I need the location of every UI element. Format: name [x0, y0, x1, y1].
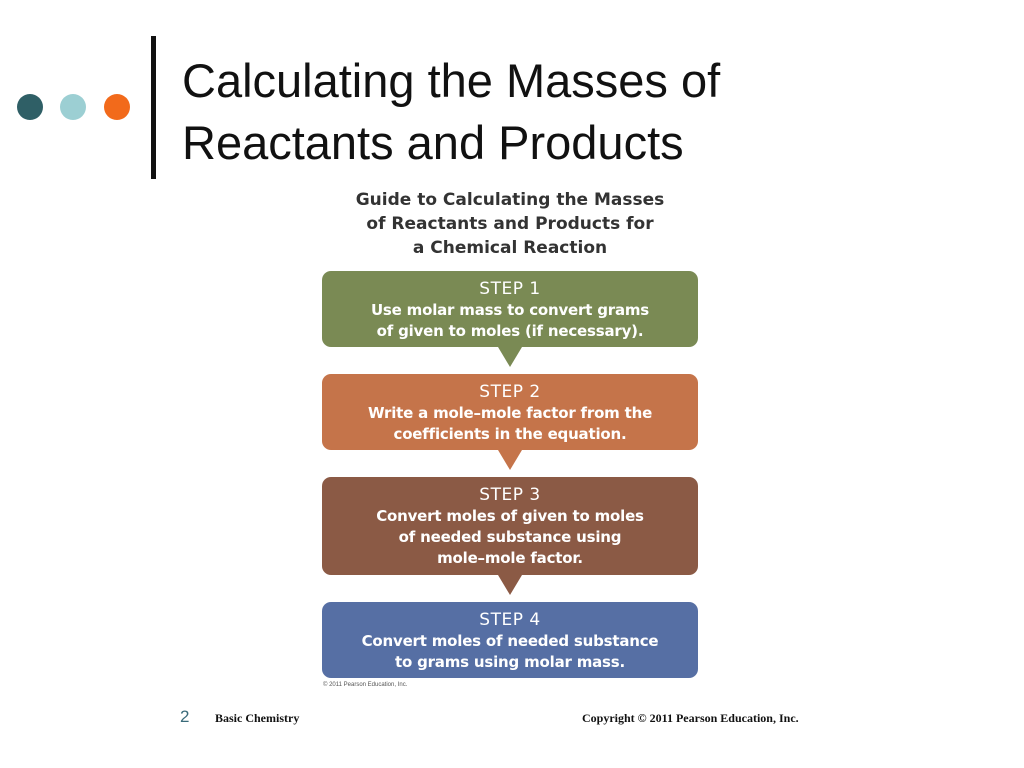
- figure-heading-line-2: of Reactants and Products for: [366, 214, 654, 234]
- step-text-line: Convert moles of given to moles: [376, 507, 644, 525]
- page-number: 2: [180, 707, 190, 726]
- figure-heading: Guide to Calculating the Masses of React…: [322, 188, 698, 260]
- step-arrow-pointer: [498, 347, 522, 367]
- step-text-line: of given to moles (if necessary).: [376, 322, 644, 340]
- figure-credit: © 2011 Pearson Education, Inc.: [323, 682, 408, 688]
- slide-title: Calculating the Masses of Reactants and …: [182, 50, 1002, 174]
- step-text-line: of needed substance using: [398, 528, 622, 546]
- step-text-line: Use molar mass to convert grams: [370, 301, 650, 319]
- step-label: STEP 3: [479, 485, 541, 505]
- step-text-line: mole–mole factor.: [437, 549, 583, 567]
- step-text-line: coefficients in the equation.: [393, 425, 627, 443]
- step-text-line: to grams using molar mass.: [394, 653, 626, 671]
- footer-course-name: Basic Chemistry: [215, 711, 300, 725]
- step-arrow-pointer: [498, 450, 522, 470]
- step-label: STEP 4: [479, 610, 541, 630]
- accent-dot-1: [17, 94, 43, 120]
- title-divider: [151, 36, 156, 179]
- step-text-line: Convert moles of needed substance: [361, 632, 659, 650]
- slide-title-line-1: Calculating the Masses of: [182, 54, 721, 107]
- step-text-line: Write a mole–mole factor from the: [367, 404, 653, 422]
- accent-dot-3: [104, 94, 130, 120]
- step-box-1: STEP 1 Use molar mass to convert grams o…: [322, 271, 698, 367]
- step-label: STEP 1: [479, 279, 541, 299]
- figure-heading-line-3: a Chemical Reaction: [412, 238, 608, 258]
- step-label: STEP 2: [479, 382, 541, 402]
- step-box-3: STEP 3 Convert moles of given to moles o…: [322, 477, 698, 595]
- accent-dot-2: [60, 94, 86, 120]
- footer-copyright: Copyright © 2011 Pearson Education, Inc.: [582, 711, 799, 725]
- step-box-4: STEP 4 Convert moles of needed substance…: [322, 602, 698, 678]
- step-arrow-pointer: [498, 575, 522, 595]
- figure-heading-line-1: Guide to Calculating the Masses: [355, 190, 665, 210]
- slide-title-line-2: Reactants and Products: [182, 116, 684, 169]
- step-box-2: STEP 2 Write a mole–mole factor from the…: [322, 374, 698, 470]
